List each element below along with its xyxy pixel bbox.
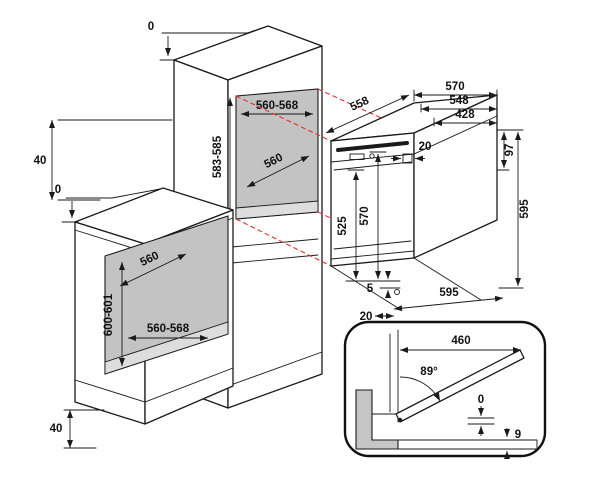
- oven-width-dimline: [393, 295, 504, 312]
- oven-panel-section-square: [402, 153, 413, 164]
- tall-top-clearance-label: 0: [148, 21, 154, 33]
- detail-angle-label: 89°: [420, 366, 438, 378]
- oven-front-height-label: 570: [359, 206, 371, 225]
- door-detail-inset: 89° 460 0 9: [343, 320, 547, 459]
- detail-gap-label: 0: [478, 394, 484, 406]
- oven-width-label: 595: [439, 287, 459, 299]
- detail-open-depth-label: 460: [451, 335, 470, 347]
- detail-hinge: [397, 417, 403, 423]
- base-top-ext-line: [61, 188, 161, 223]
- base-niche-height-label: 600-601: [103, 293, 115, 336]
- oven-foot: [394, 289, 400, 295]
- base-top-clearance-label: 0: [55, 184, 61, 196]
- oven-door-lines: [330, 161, 415, 260]
- oven-door-height-label: 525: [337, 216, 349, 236]
- oven-width-back-dimline: [325, 94, 410, 134]
- detail-board-thickness-label: 9: [515, 429, 521, 441]
- tall-rear-clearance-label: 40: [34, 155, 47, 167]
- oven-knob: [369, 153, 375, 159]
- tall-rear-ext-lines: [57, 119, 173, 201]
- oven-bottom-clearance-label: 20: [360, 311, 373, 323]
- base-niche-depth-dimline: [119, 253, 187, 287]
- oven-display: [349, 153, 365, 160]
- detail-shelf-board: [397, 439, 538, 450]
- tall-cabinet-drawer-lines: [231, 238, 319, 264]
- detail-angle-arc: [399, 376, 441, 402]
- tall-niche-height-label: 583-585: [212, 135, 224, 178]
- oven-height-label: 595: [519, 199, 531, 219]
- oven-depth-total-label: 570: [445, 81, 464, 93]
- oven-width-back-label: 558: [349, 95, 372, 114]
- tall-niche-depth-dimline: [246, 155, 310, 188]
- detail-oven-front-lines: [371, 329, 399, 423]
- base-niche-width-label: 560-568: [147, 323, 190, 335]
- oven-panel-offset-label: 20: [419, 141, 432, 153]
- detail-gap-ticks: [467, 417, 495, 425]
- base-cabinet-plinth-line: [74, 367, 234, 403]
- oven-door-handle: [336, 141, 409, 152]
- oven-depth-body-label: 548: [449, 95, 469, 107]
- oven-leveling-gap-label: 5: [367, 283, 374, 295]
- oven-panel-height-ext: [496, 129, 524, 171]
- oven-depth-recess-label: 428: [455, 109, 475, 121]
- tall-top-ext-line: [159, 25, 269, 61]
- tall-niche-width-label: 560-568: [256, 100, 299, 112]
- oven: 570 548 428 558 20 97 595 525 570 5: [325, 81, 531, 323]
- oven-panel-height-label: 97: [504, 144, 516, 157]
- oven-front-face: [330, 132, 415, 267]
- base-cabinet: 560 600-601 560-568 0 40: [50, 184, 234, 449]
- base-bottom-clearance-label: 40: [50, 423, 63, 435]
- oven-width-ext-lines: [330, 257, 482, 309]
